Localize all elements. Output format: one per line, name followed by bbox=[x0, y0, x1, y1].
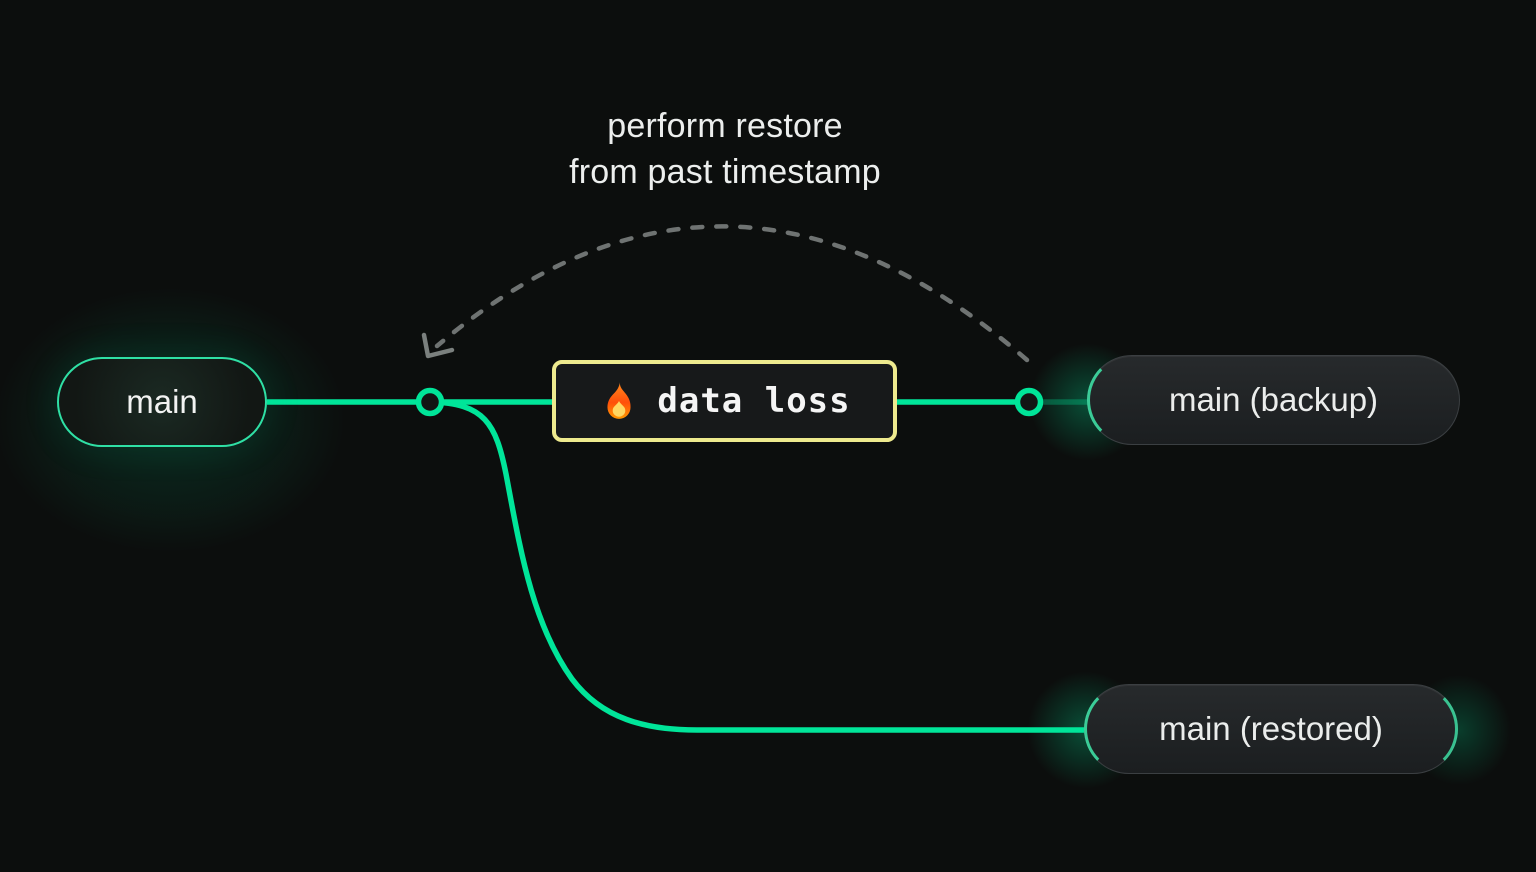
restore-arrowhead-icon bbox=[421, 332, 455, 359]
restore-arc bbox=[434, 224, 1030, 363]
branch-point-right bbox=[1014, 387, 1044, 417]
data-loss-label: data loss bbox=[657, 381, 851, 421]
fire-icon bbox=[607, 382, 631, 419]
node-main-backup: main (backup) bbox=[1087, 355, 1460, 445]
node-main: main bbox=[57, 357, 267, 447]
restore-annotation: perform restore from past timestamp bbox=[450, 103, 1000, 195]
node-main-restored: main (restored) bbox=[1084, 684, 1458, 774]
restored-branch-curve bbox=[429, 399, 1088, 733]
restore-annotation-line1: perform restore bbox=[607, 107, 843, 145]
branch-point-left bbox=[415, 387, 445, 417]
restore-annotation-line2: from past timestamp bbox=[569, 153, 881, 191]
node-main-backup-label: main (backup) bbox=[1168, 381, 1379, 418]
data-loss-box: data loss bbox=[552, 360, 897, 442]
node-main-restored-label: main (restored) bbox=[1159, 710, 1383, 747]
node-main-label: main bbox=[126, 383, 198, 420]
